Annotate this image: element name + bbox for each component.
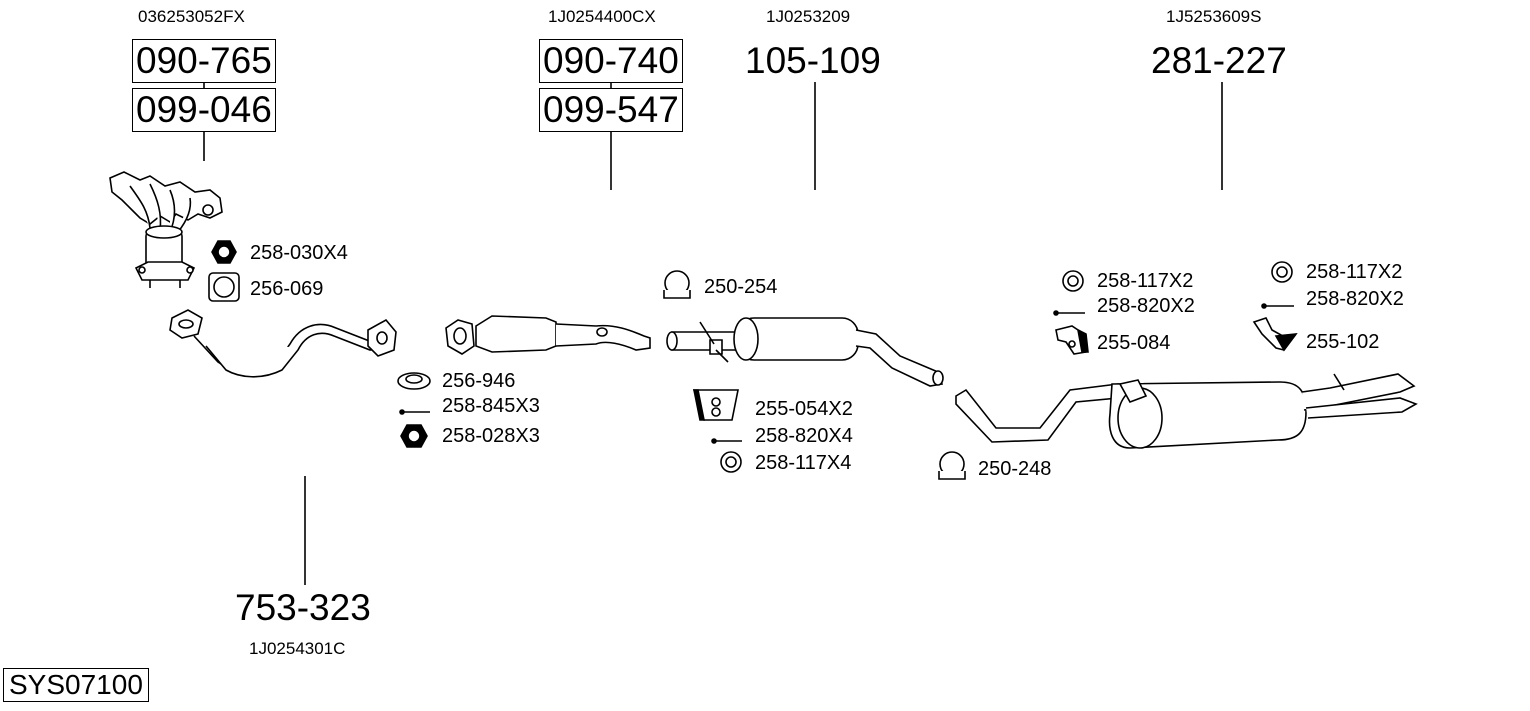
accessory-label[interactable]: 256-946 [442, 370, 516, 392]
accessory-label[interactable]: 255-084 [1097, 332, 1171, 354]
bracket-icon [1252, 317, 1298, 352]
accessory-label[interactable]: 258-820X4 [755, 425, 853, 447]
accessory-label[interactable]: 258-820X2 [1097, 295, 1195, 317]
washer-icon [1271, 261, 1293, 283]
front-pipe-drawing [169, 309, 397, 378]
accessory-label[interactable]: 258-117X2 [1097, 270, 1194, 292]
bolt-icon [1053, 310, 1085, 316]
accessory-label[interactable]: 258-030X4 [250, 242, 348, 264]
rubber-mount-icon [692, 389, 739, 421]
system-id-box: SYS07100 [3, 668, 149, 702]
clamp-icon [938, 451, 966, 480]
accessory-label[interactable]: 258-820X2 [1306, 288, 1404, 310]
rubber-hanger-icon [1055, 325, 1089, 355]
gasket-ring-icon [397, 372, 431, 390]
middle-silencer-drawing [666, 317, 944, 387]
bolt-icon [399, 409, 430, 415]
catalyst-drawing [445, 315, 651, 355]
accessory-label[interactable]: 250-248 [978, 458, 1052, 480]
accessory-label[interactable]: 258-117X4 [755, 452, 852, 474]
gasket-icon [208, 272, 240, 302]
accessory-label[interactable]: 258-117X2 [1306, 261, 1403, 283]
washer-icon [1062, 270, 1084, 292]
part-number[interactable]: 753-323 [235, 587, 371, 628]
washer-icon [720, 451, 742, 473]
oem-number-middle-silencer: 1J0253209 [766, 7, 851, 26]
hex-nut-icon [211, 240, 237, 264]
part-number-box[interactable]: 099-547 [539, 88, 683, 132]
part-number[interactable]: 105-109 [745, 40, 881, 81]
rear-silencer-drawing [955, 373, 1418, 449]
oem-number-rear-silencer: 1J5253609S [1166, 7, 1262, 26]
accessory-label[interactable]: 258-028X3 [442, 425, 540, 447]
bolt-icon [1261, 303, 1294, 309]
part-number-box[interactable]: 099-046 [132, 88, 276, 132]
bolt-icon [711, 438, 742, 444]
part-number-box[interactable]: 090-740 [539, 39, 683, 83]
accessory-label[interactable]: 250-254 [704, 276, 778, 298]
hex-nut-icon [400, 424, 428, 448]
oem-number-catalyst: 1J0254400CX [548, 7, 656, 26]
manifold-catalyst-drawing [109, 171, 223, 288]
oem-number-front-pipe: 1J0254301C [249, 639, 346, 658]
oem-number-manifold: 036253052FX [138, 7, 245, 26]
accessory-label[interactable]: 256-069 [250, 278, 324, 300]
accessory-label[interactable]: 258-845X3 [442, 395, 540, 417]
accessory-label[interactable]: 255-054X2 [755, 398, 853, 420]
part-number-box[interactable]: 090-765 [132, 39, 276, 83]
clamp-icon [663, 270, 691, 299]
accessory-label[interactable]: 255-102 [1306, 331, 1380, 353]
part-number[interactable]: 281-227 [1151, 40, 1287, 81]
